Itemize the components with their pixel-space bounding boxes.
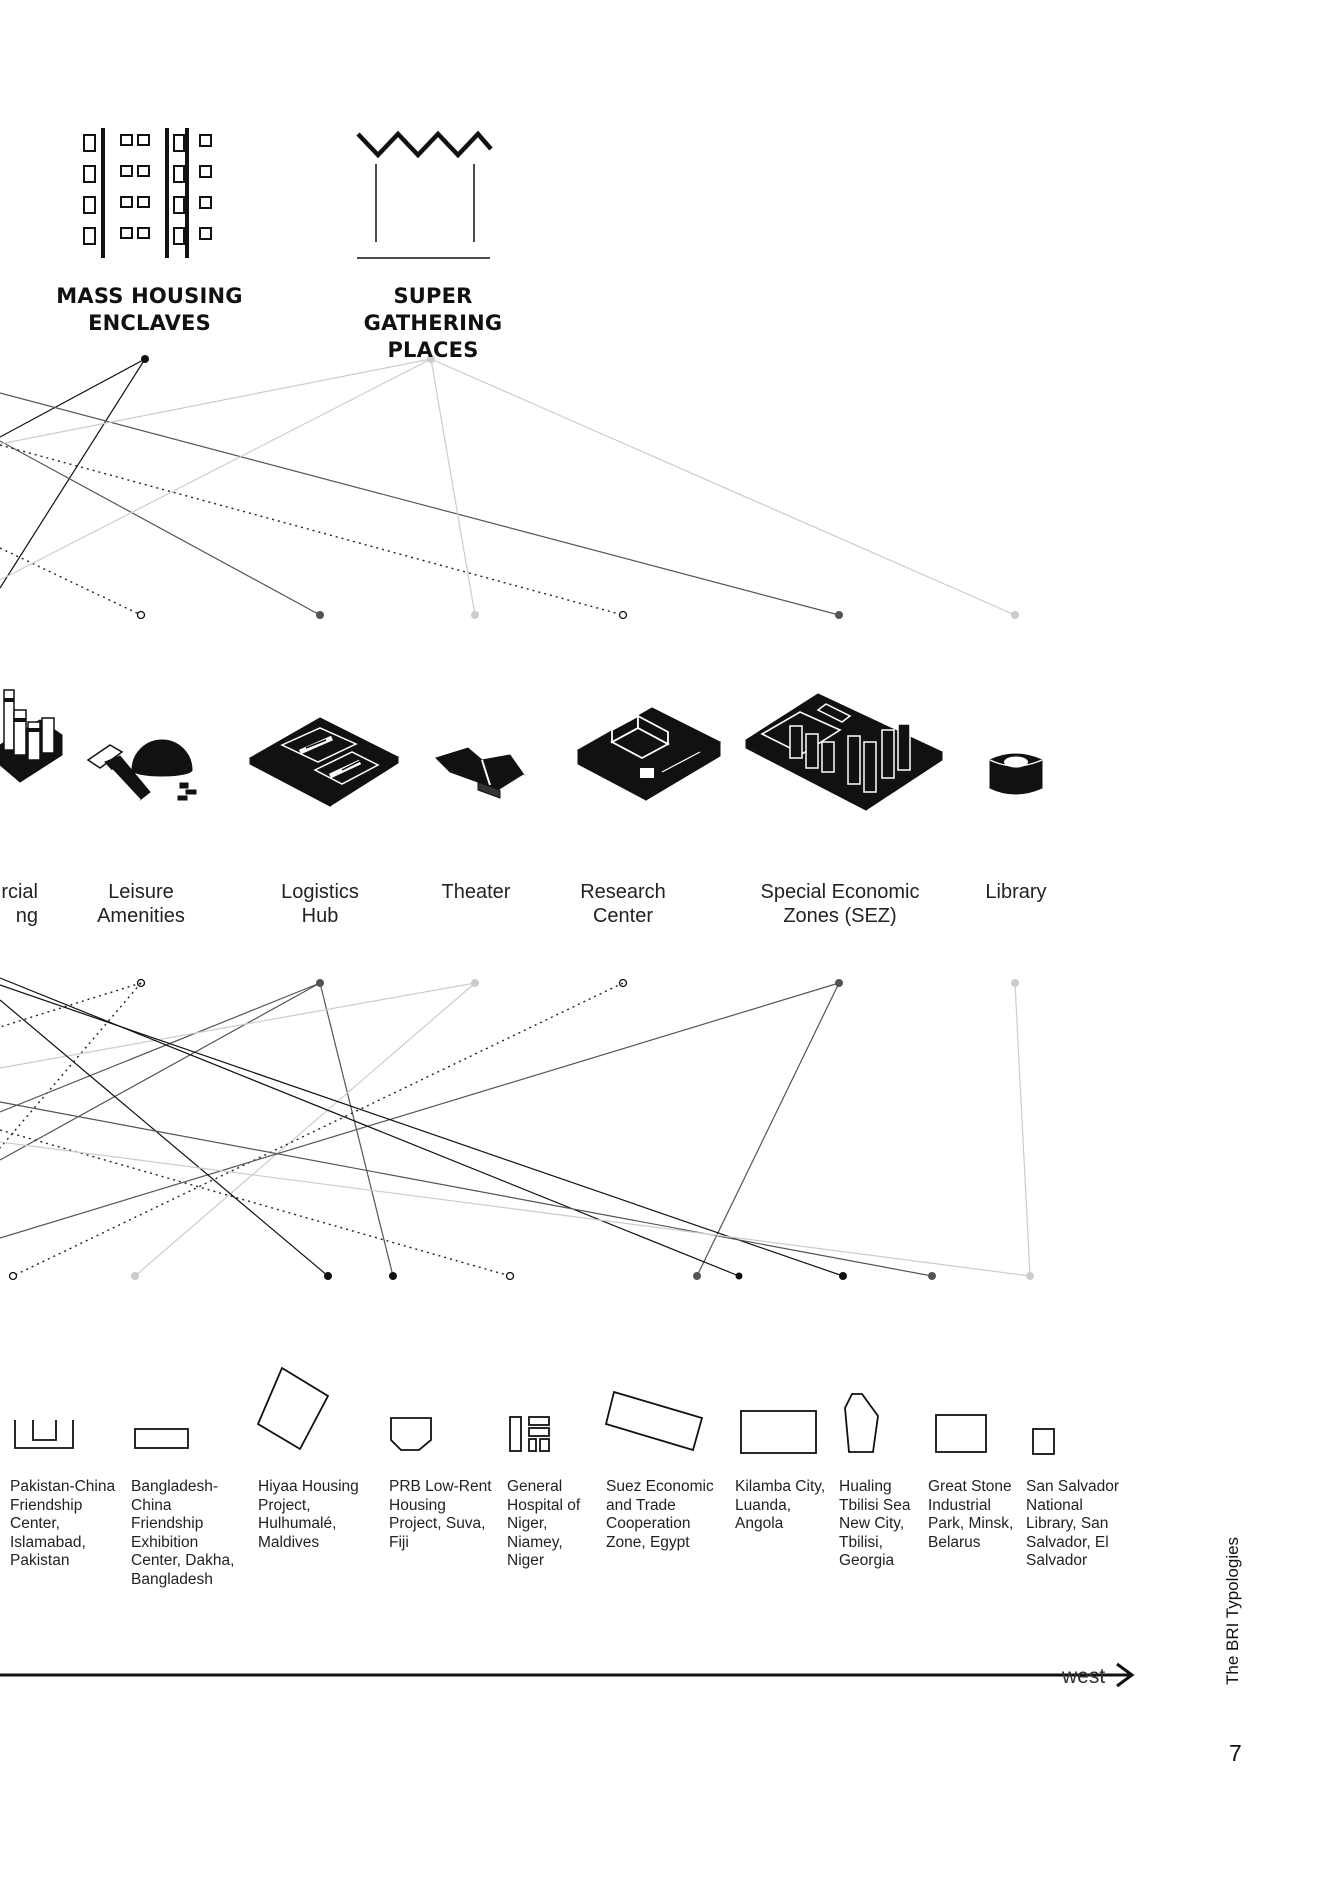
mass-housing-icon bbox=[83, 128, 212, 258]
footprint-great-stone bbox=[935, 1414, 987, 1453]
typology-label-logistics: Logistics Hub bbox=[281, 881, 359, 927]
logistics-hub-icon bbox=[248, 717, 400, 807]
theater-icon bbox=[435, 747, 525, 799]
library-icon bbox=[989, 753, 1043, 795]
typology-bottom-nodes bbox=[136, 978, 1019, 988]
project-label-pakistan-china: Pakistan-China Friendship Center, Islama… bbox=[10, 1478, 116, 1569]
project-label-great-stone: Great Stone Industrial Park, Minsk, Bela… bbox=[928, 1478, 1014, 1551]
project-connections bbox=[0, 977, 1031, 1277]
typology-label-commercial: rcial ng bbox=[1, 881, 38, 927]
project-label-san-salvador: San Salvador National Library, San Salva… bbox=[1026, 1478, 1120, 1569]
node-mass-housing bbox=[141, 355, 149, 363]
super-gathering-icon bbox=[356, 130, 493, 259]
footprint-prb bbox=[390, 1417, 432, 1451]
project-label-prb: PRB Low-Rent Housing Project, Suva, Fiji bbox=[389, 1478, 492, 1551]
research-center-icon bbox=[576, 707, 722, 801]
project-label-kilamba: Kilamba City, Luanda, Angola bbox=[735, 1478, 826, 1532]
footprint-pakistan-china bbox=[14, 1420, 74, 1449]
category-connections bbox=[0, 358, 1016, 616]
footprint-bangladesh-china bbox=[134, 1428, 189, 1449]
project-label-hiyaa: Hiyaa Housing Project, Hulhumalé, Maldiv… bbox=[258, 1478, 359, 1551]
section-title: The BRI Typologies bbox=[1223, 1536, 1242, 1685]
project-nodes bbox=[8, 1271, 1034, 1281]
typology-top-nodes bbox=[136, 610, 1019, 620]
typology-label-sez: Special Economic Zones (SEZ) bbox=[760, 881, 920, 927]
category-title-mass-housing: MASS HOUSING ENCLAVES bbox=[56, 284, 243, 335]
leisure-amenities-icon bbox=[86, 726, 197, 801]
project-label-suez: Suez Economic and Trade Cooperation Zone… bbox=[606, 1478, 714, 1551]
west-arrow bbox=[0, 1662, 1135, 1688]
project-label-general-hospital: General Hospital of Niger, Niamey, Niger bbox=[507, 1478, 581, 1569]
typology-label-library: Library bbox=[985, 881, 1047, 903]
node-super-gathering bbox=[427, 355, 435, 363]
project-footprints bbox=[14, 1366, 1055, 1455]
axis-direction-label: west bbox=[1062, 1665, 1106, 1688]
sez-icon bbox=[744, 693, 944, 811]
project-label-bangladesh-china: Bangladesh-China Friendship Exhibition C… bbox=[131, 1478, 235, 1588]
category-title-super-gathering: SUPER GATHERING PLACES bbox=[363, 284, 503, 362]
footprint-kilamba bbox=[740, 1410, 817, 1454]
typology-label-theater: Theater bbox=[441, 881, 511, 903]
footprint-hualing bbox=[844, 1393, 879, 1453]
typology-label-research: Research Center bbox=[580, 881, 666, 927]
footprint-san-salvador bbox=[1032, 1428, 1055, 1455]
commercial-building-icon bbox=[0, 689, 63, 783]
footprint-suez bbox=[604, 1390, 704, 1452]
project-label-hualing: Hualing Tbilisi Sea New City, Tbilisi, G… bbox=[839, 1478, 911, 1569]
typology-label-leisure: Leisure Amenities bbox=[97, 881, 185, 927]
page-number: 7 bbox=[1229, 1740, 1242, 1766]
footprint-general-hospital bbox=[509, 1416, 550, 1452]
footprint-hiyaa bbox=[256, 1366, 330, 1451]
